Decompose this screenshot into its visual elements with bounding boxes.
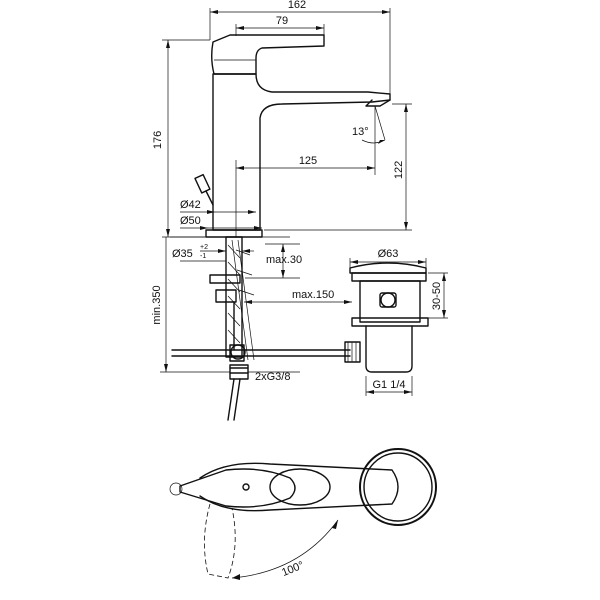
dim-waste-range: 30-50: [431, 282, 443, 310]
dim-max-distance: max.150: [292, 289, 334, 301]
dim-spout-height: 122: [393, 161, 405, 179]
dim-base-d42: Ø42: [180, 199, 201, 211]
dim-base-d50: Ø50: [180, 215, 201, 227]
dim-height-total: 176: [152, 131, 164, 149]
dim-angle-tilt: 13°: [352, 126, 369, 138]
dim-spout-width: 79: [276, 15, 288, 27]
dim-hole-tol-minus: -1: [200, 253, 206, 260]
faucet-body: [212, 73, 391, 231]
pull-rod-knob: [194, 173, 211, 194]
dim-width-total: 162: [288, 0, 306, 11]
dim-handle-rotation: 100°: [280, 559, 306, 579]
aerator: [365, 99, 391, 107]
dim-connection: 2xG3/8: [255, 371, 290, 383]
dimension-lines: [160, 8, 448, 396]
faucet-top-view: [169, 448, 437, 580]
dim-waste-d63: Ø63: [378, 248, 399, 260]
mounting-assembly: [170, 236, 351, 421]
base-plate: [205, 229, 263, 238]
dim-waste-thread: G1 1/4: [372, 379, 405, 391]
dim-hole-d35: Ø35: [172, 248, 193, 260]
lever-handle: [211, 34, 325, 75]
dim-spout-reach: 125: [299, 155, 317, 167]
waste-drain: [344, 262, 429, 373]
dim-hole-tol-plus: +2: [200, 244, 208, 251]
dim-max-thickness: max.30: [266, 254, 302, 266]
dim-min-hose: min.350: [151, 285, 163, 324]
